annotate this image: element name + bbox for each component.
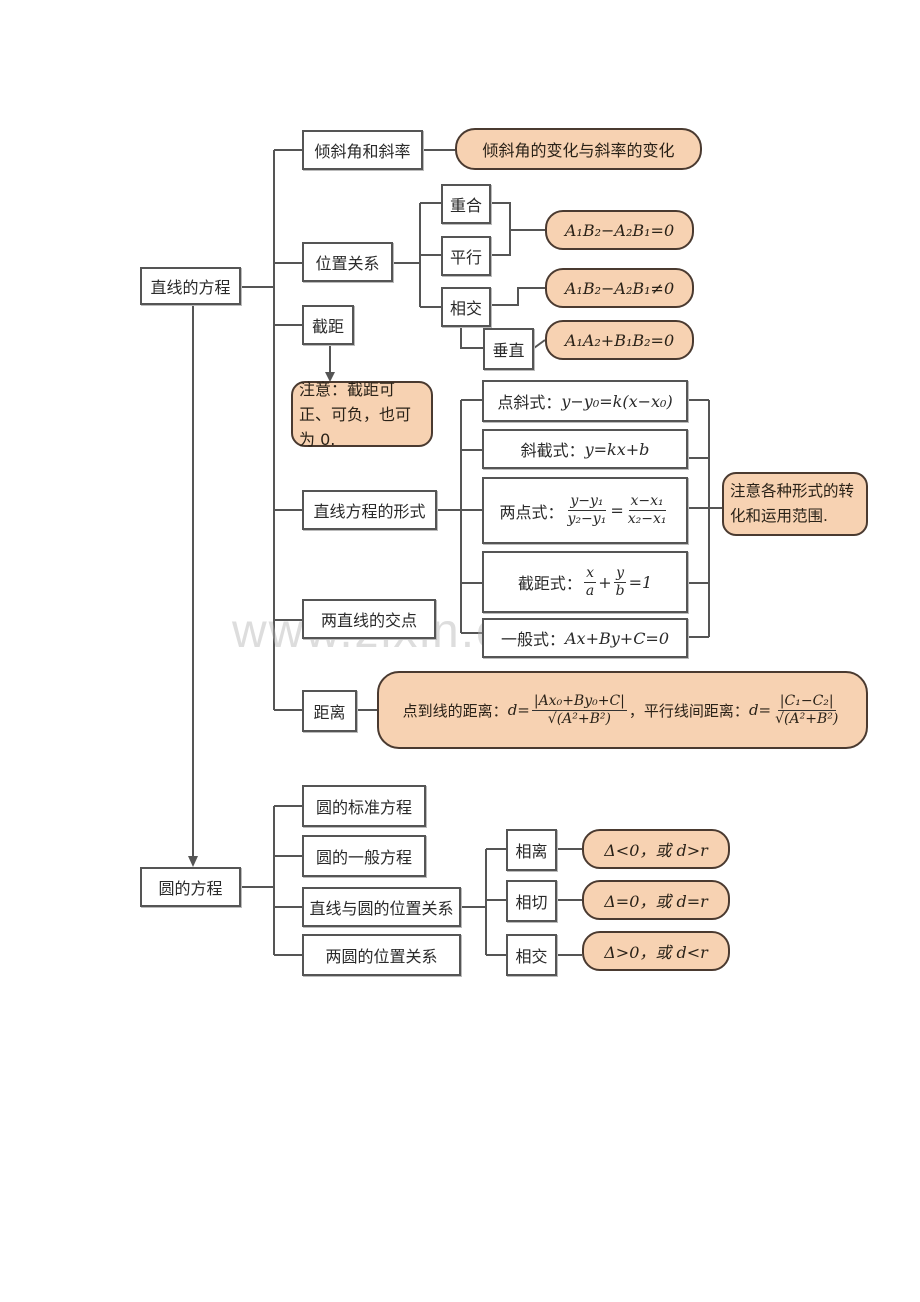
node-intercept: 截距 xyxy=(302,305,354,345)
cond-perpendicular: A₁A₂+B₁B₂=0 xyxy=(545,320,694,360)
form-point-slope: 点斜式： y−y₀=k(x−x₀) xyxy=(482,380,688,422)
separator: ， xyxy=(628,701,644,720)
note-inclination-slope-change: 倾斜角的变化与斜率的变化 xyxy=(455,128,702,170)
cond-intersect: A₁B₂−A₂B₁≠0 xyxy=(545,268,694,308)
note-distance-formulas: 点到线的距离： d= |Ax₀+By₀+C|√(A²+B²) ， 平行线间距离：… xyxy=(377,671,868,749)
d-equals: d= xyxy=(507,701,530,719)
node-line-forms: 直线方程的形式 xyxy=(302,490,437,530)
node-intersect-circle: 相交 xyxy=(506,934,557,976)
node-parallel: 平行 xyxy=(441,236,491,276)
numerator: y xyxy=(614,564,627,583)
denominator: √(A²+B²) xyxy=(547,710,611,727)
numerator: x−x₁ xyxy=(628,493,666,511)
form-general: 一般式： Ax+By+C=0 xyxy=(482,618,688,658)
node-coincide: 重合 xyxy=(441,184,491,224)
cond-tangent: Δ=0，或 d=r xyxy=(582,880,730,920)
node-separate: 相离 xyxy=(506,829,557,871)
node-circle-circle-position: 两圆的位置关系 xyxy=(302,934,461,976)
node-two-line-intersection: 两直线的交点 xyxy=(302,599,436,639)
form-name: 斜截式： xyxy=(520,441,585,460)
point-line-label: 点到线的距离： xyxy=(402,701,508,720)
fraction: |Ax₀+By₀+C|√(A²+B²) xyxy=(531,692,627,728)
root-circle-equation: 圆的方程 xyxy=(140,867,241,907)
denominator: y₂−y₁ xyxy=(567,511,607,527)
form-slope-intercept: 斜截式： y=kx+b xyxy=(482,429,688,469)
form-name: 截距式： xyxy=(517,574,582,593)
form-name: 两点式： xyxy=(499,502,564,522)
node-line-circle-position: 直线与圆的位置关系 xyxy=(302,887,461,927)
connector xyxy=(491,287,545,306)
numerator: |Ax₀+By₀+C| xyxy=(531,692,627,711)
node-circle-general: 圆的一般方程 xyxy=(302,835,426,877)
node-perpendicular: 垂直 xyxy=(483,328,534,370)
node-intersect: 相交 xyxy=(441,287,491,327)
numerator: x xyxy=(584,564,596,583)
connector xyxy=(533,339,546,349)
parallel-label: 平行线间距离： xyxy=(643,701,749,720)
numerator: y−y₁ xyxy=(568,493,606,511)
arrow-head xyxy=(188,856,198,867)
form-formula: y−y₀=k(x−x₀) xyxy=(561,391,673,411)
denominator: x₂−x₁ xyxy=(627,511,667,527)
denominator: b xyxy=(615,582,625,599)
form-formula: Ax+By+C=0 xyxy=(565,628,670,648)
node-inclination-slope: 倾斜角和斜率 xyxy=(302,130,423,170)
node-distance: 距离 xyxy=(302,690,357,732)
cond-intersect-circle: Δ>0，或 d<r xyxy=(582,931,730,971)
form-formula: y=kx+b xyxy=(584,439,650,459)
d-equals: d= xyxy=(748,701,772,719)
connector xyxy=(460,327,483,349)
note-intercept: 注意：截距可正、可负，也可为 0. xyxy=(291,380,433,449)
fraction: |C₁−C₂|√(A²+B²) xyxy=(773,693,840,728)
equals-one: =1 xyxy=(628,572,653,592)
denominator: √(A²+B²) xyxy=(775,710,839,727)
arrow-head xyxy=(325,372,335,382)
cond-parallel: A₁B₂−A₂B₁=0 xyxy=(545,210,694,250)
form-name: 点斜式： xyxy=(497,393,562,412)
cond-separate: Δ<0，或 d>r xyxy=(582,829,730,869)
node-circle-standard: 圆的标准方程 xyxy=(302,785,426,827)
connector xyxy=(491,202,511,256)
note-forms: 注意各种形式的转化和运用范围. xyxy=(722,472,868,536)
node-position-relation: 位置关系 xyxy=(302,242,393,282)
numerator: |C₁−C₂| xyxy=(777,692,836,711)
node-tangent: 相切 xyxy=(506,880,557,922)
root-line-equation: 直线的方程 xyxy=(140,267,241,305)
plus: + xyxy=(598,572,612,592)
denominator: a xyxy=(585,582,595,599)
form-name: 一般式： xyxy=(500,630,565,649)
equals: = xyxy=(610,501,624,520)
